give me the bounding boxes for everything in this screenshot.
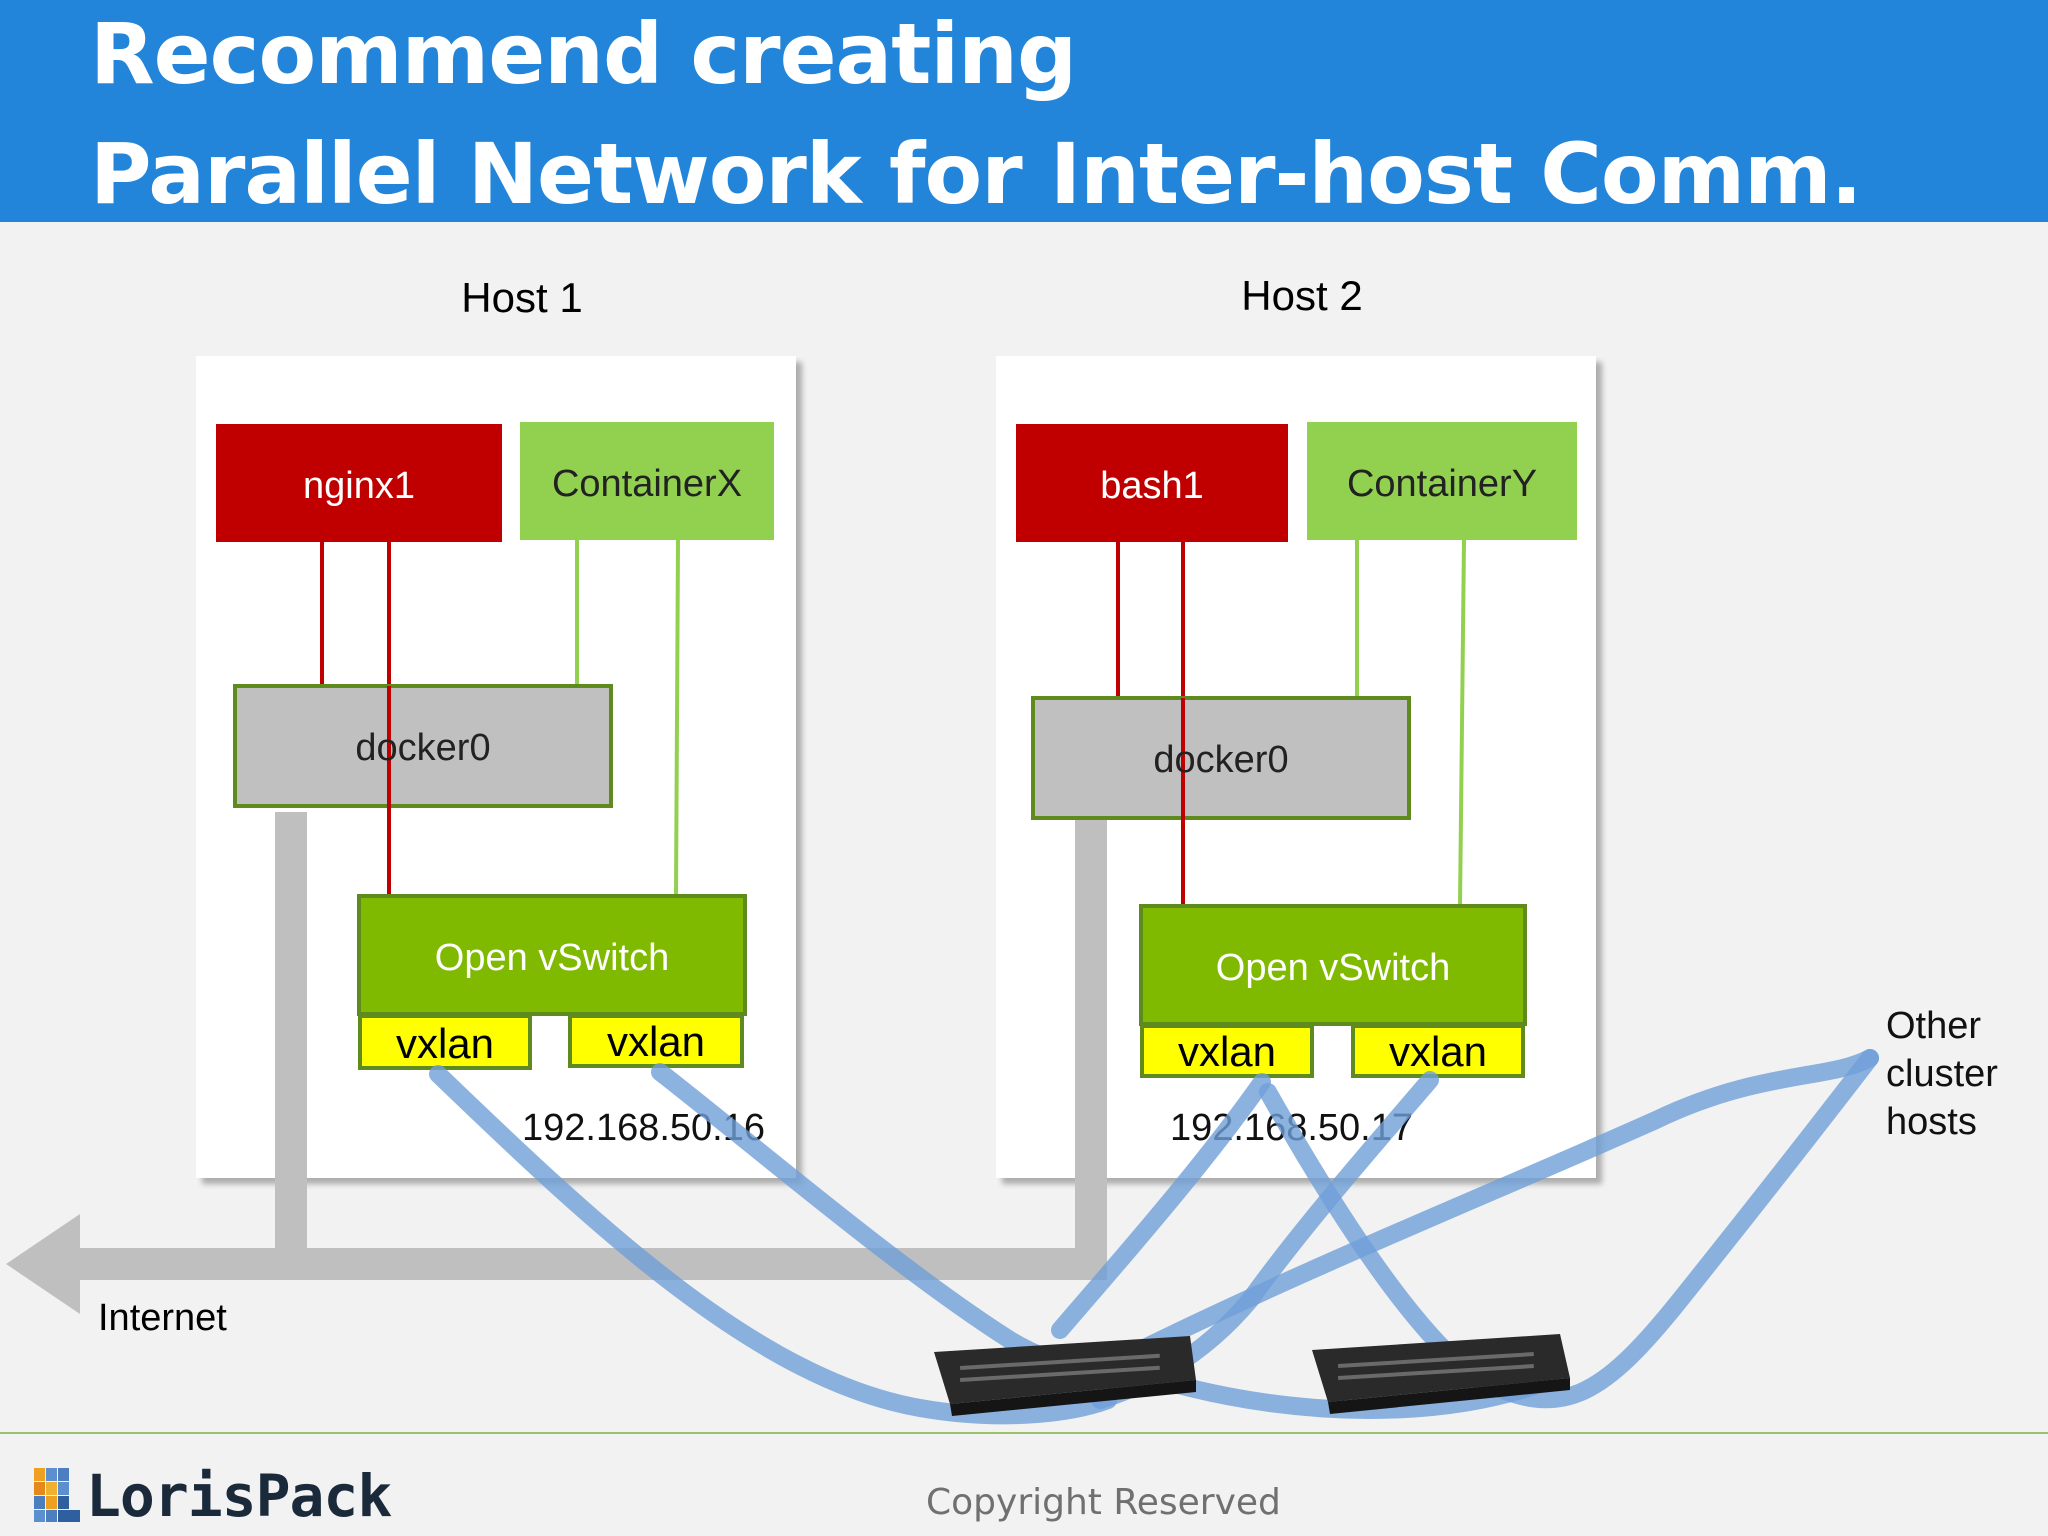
host-1-label: Host 1: [461, 274, 582, 321]
title-banner: Recommend creating Parallel Network for …: [0, 0, 2048, 222]
host-1-docker0-bridge[interactable]: [233, 684, 613, 808]
host-2-open-vswitch-label: Open vSwitch: [1216, 947, 1450, 989]
tunnel-to-cluster-a: [1111, 1049, 1879, 1369]
host-1-container-nginx1-label: nginx1: [303, 465, 415, 507]
host-1-docker0-label: docker0: [355, 727, 490, 769]
host-2-container-bash1-label: bash1: [1100, 465, 1204, 507]
host-2-vxlan-right-label: vxlan: [1389, 1028, 1487, 1075]
tunnel-host1-left: [429, 1065, 1117, 1425]
other-hosts-label-line-3: hosts: [1886, 1101, 1977, 1143]
copyright-text: Copyright Reserved: [926, 1482, 1281, 1523]
host-1-vxlan-right-label: vxlan: [607, 1018, 705, 1065]
title-line-1: Recommend creating: [90, 5, 1077, 103]
title-line-2: Parallel Network for Inter-host Comm.: [90, 125, 1863, 223]
internet-link: [6, 812, 1107, 1314]
network-switch-icon: [1312, 1334, 1570, 1414]
lorispack-logo-icon: [34, 1468, 80, 1522]
tunnel-host2-left: [1051, 1073, 1271, 1339]
vxlan-tunnels: [429, 1049, 1879, 1425]
host-2-container-bash1[interactable]: [1016, 424, 1288, 542]
host-1-open-vswitch[interactable]: [357, 894, 747, 1016]
host-1-container-nginx1[interactable]: [216, 424, 502, 542]
host-2-container-y-label: ContainerY: [1347, 463, 1537, 505]
footer-divider: [0, 1432, 2048, 1434]
host-2-vxlan-right[interactable]: [1351, 1024, 1525, 1078]
tunnel-to-cluster-b: [1259, 1049, 1879, 1409]
host-2-vxlan-left-label: vxlan: [1178, 1028, 1276, 1075]
other-hosts-label-line-1: Other: [1886, 1005, 1981, 1047]
host-1-open-vswitch-label: Open vSwitch: [435, 937, 669, 979]
host-1-vxlan-left-label: vxlan: [396, 1020, 494, 1067]
network-switch-icon: [934, 1336, 1196, 1416]
host-2-docker0-bridge[interactable]: [1031, 696, 1411, 820]
host-2-docker0-label: docker0: [1153, 739, 1288, 781]
host-1-container-x-label: ContainerX: [552, 463, 742, 505]
lorispack-logo-text: LorisPack: [86, 1462, 392, 1530]
host-1-vxlan-left[interactable]: [358, 1014, 532, 1070]
lorispack-logo: LorisPack: [34, 1466, 414, 1526]
host-2-open-vswitch[interactable]: [1139, 904, 1527, 1026]
internet-arrow-icon: [6, 1214, 80, 1314]
host-1-vxlan-right[interactable]: [568, 1014, 744, 1068]
host-2-label: Host 2: [1241, 272, 1362, 319]
other-hosts-label-line-2: cluster: [1886, 1053, 1998, 1095]
host-2-vxlan-left[interactable]: [1140, 1024, 1314, 1078]
host-1-container-x[interactable]: [520, 422, 774, 540]
internet-label: Internet: [98, 1297, 227, 1339]
host-2-container-y[interactable]: [1307, 422, 1577, 540]
